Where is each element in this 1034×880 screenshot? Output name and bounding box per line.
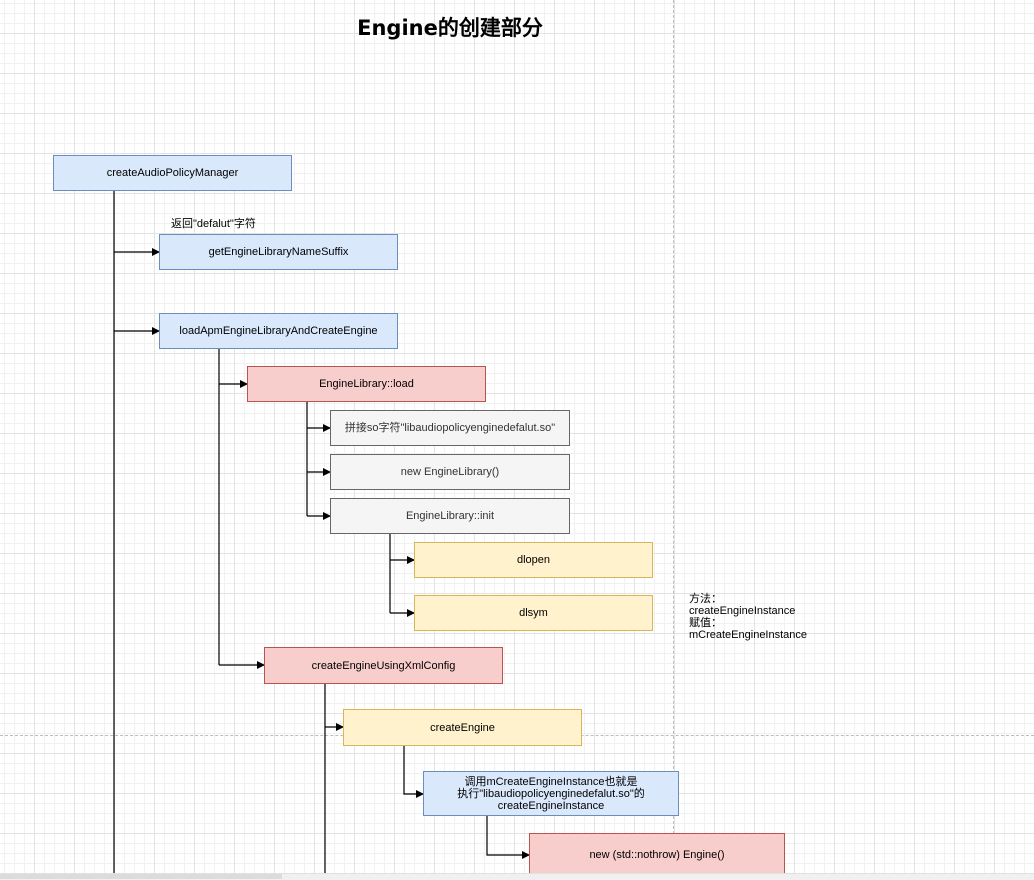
note-return-default: 返回"defalut"字符 [171, 218, 256, 230]
diagram-title: Engine的创建部分 [357, 16, 543, 40]
node-engine-library-init[interactable]: EngineLibrary::init [330, 498, 570, 534]
page-break-vertical [673, 0, 674, 879]
node-create-engine[interactable]: createEngine [343, 709, 582, 746]
node-concat-so-string[interactable]: 拼接so字符"libaudiopolicyenginedefalut.so" [330, 410, 570, 446]
node-new-engine[interactable]: new (std::nothrow) Engine() [529, 833, 785, 877]
arrow-to-call-instance [403, 746, 424, 798]
node-engine-library-load[interactable]: EngineLibrary::load [247, 366, 486, 402]
node-new-engine-library[interactable]: new EngineLibrary() [330, 454, 570, 490]
node-dlopen[interactable]: dlopen [414, 542, 653, 578]
node-create-engine-using-xml-config[interactable]: createEngineUsingXmlConfig [264, 647, 503, 684]
horizontal-scrollbar[interactable] [0, 873, 1034, 880]
note-method-assign: 方法： createEngineInstance 赋值： mCreateEngi… [689, 593, 808, 641]
node-create-audio-policy-manager[interactable]: createAudioPolicyManager [53, 155, 292, 191]
horizontal-scrollbar-thumb[interactable] [0, 874, 282, 879]
node-call-create-engine-instance[interactable]: 调用mCreateEngineInstance也就是 执行"libaudiopo… [423, 771, 679, 816]
node-dlsym[interactable]: dlsym [414, 595, 653, 631]
node-load-apm-engine-library[interactable]: loadApmEngineLibraryAndCreateEngine [159, 313, 398, 349]
node-get-engine-library-name-suffix[interactable]: getEngineLibraryNameSuffix [159, 234, 398, 270]
arrow-to-new-engine [486, 816, 530, 859]
